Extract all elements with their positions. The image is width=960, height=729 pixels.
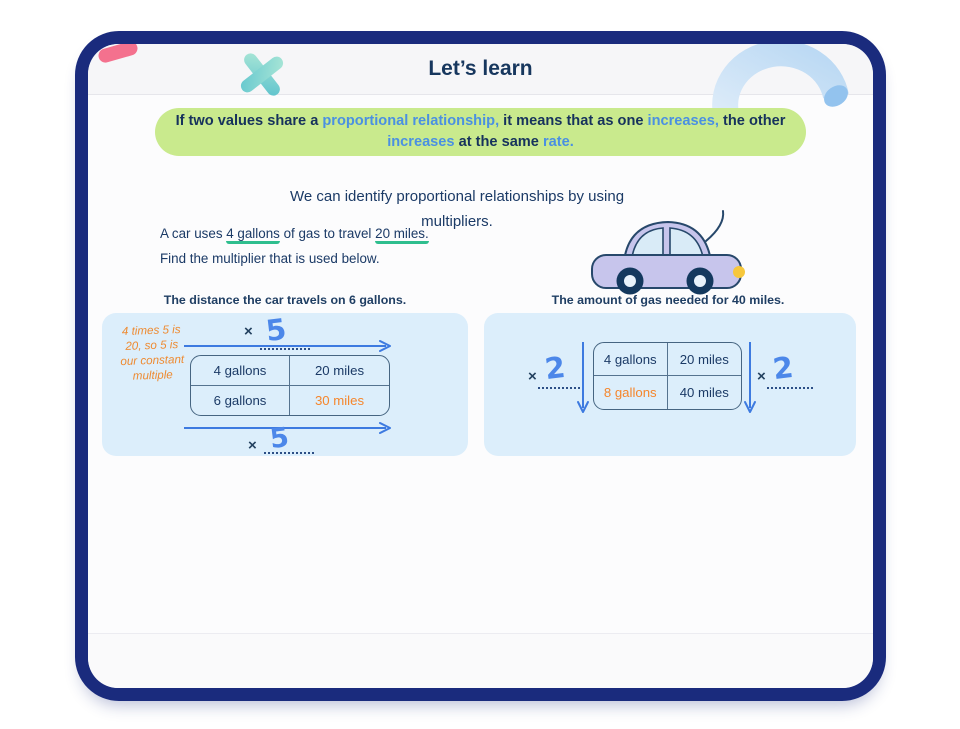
dotted-underline [264,452,314,454]
right-arrow-icon [184,422,391,434]
banner-line2: increases at the same rate. [387,134,574,150]
device-frame: Let’s learn If two values share a propor… [75,31,886,701]
right-example-title: The amount of gas needed for 40 miles. [551,293,785,307]
table-cell: 4 gallons [594,343,668,376]
table-cell-answer: 8 gallons [594,376,668,409]
dotted-underline [767,387,813,389]
underlined-value: 20 miles. [375,226,429,244]
footer-strip [88,633,873,688]
multiply-sign: × [528,368,537,385]
table-cell: 20 miles [290,356,389,386]
intro-text: We can identify proportional relationshi… [255,184,659,234]
car-illustration [591,210,745,295]
banner-line1: If two values share a proportional relat… [175,113,786,129]
right-example-panel: × 2 4 gallons 20 miles 8 gallons 40 mile… [484,313,856,456]
intro-line2: multipliers. [421,213,493,230]
dotted-underline [260,348,310,350]
underlined-value: 4 gallons [226,226,280,244]
problem-line2: Find the multiplier that is used below. [160,251,380,266]
page-title: Let’s learn [428,57,533,80]
multiply-sign: × [248,437,257,454]
handwritten-multiplier: 2 [771,349,796,387]
definition-banner: If two values share a proportional relat… [155,108,806,156]
problem-statement: A car uses 4 gallons of gas to travel 20… [160,221,490,271]
table-cell: 20 miles [667,343,741,376]
dotted-underline [538,387,584,389]
left-example-title: The distance the car travels on 6 gallon… [163,293,407,307]
multiply-sign: × [244,323,253,340]
intro-line1: We can identify proportional relationshi… [289,188,625,205]
table-cell: 6 gallons [191,385,290,415]
left-example-panel: 4 times 5 is 20, so 5 is our constant mu… [102,312,468,456]
right-arrow-icon [184,340,391,352]
handwritten-note: 4 times 5 is 20, so 5 is our constant mu… [120,322,185,383]
ratio-table: 4 gallons 20 miles 6 gallons 30 miles [190,355,390,416]
down-arrow-icon [744,342,756,413]
frame-content: Let’s learn If two values share a propor… [88,44,873,688]
multiply-sign: × [757,368,766,385]
handwritten-multiplier: 5 [268,421,291,456]
handwritten-multiplier: 2 [543,349,568,387]
down-arrow-icon [577,342,589,413]
ratio-table: 4 gallons 20 miles 8 gallons 40 miles [593,342,742,410]
table-cell: 40 miles [679,385,729,400]
problem-line1: A car uses 4 gallons of gas to travel 20… [160,221,490,246]
blue-arc-decoration [712,44,849,117]
table-cell-answer: 30 miles [314,392,365,408]
table-cell: 4 gallons [191,356,290,386]
